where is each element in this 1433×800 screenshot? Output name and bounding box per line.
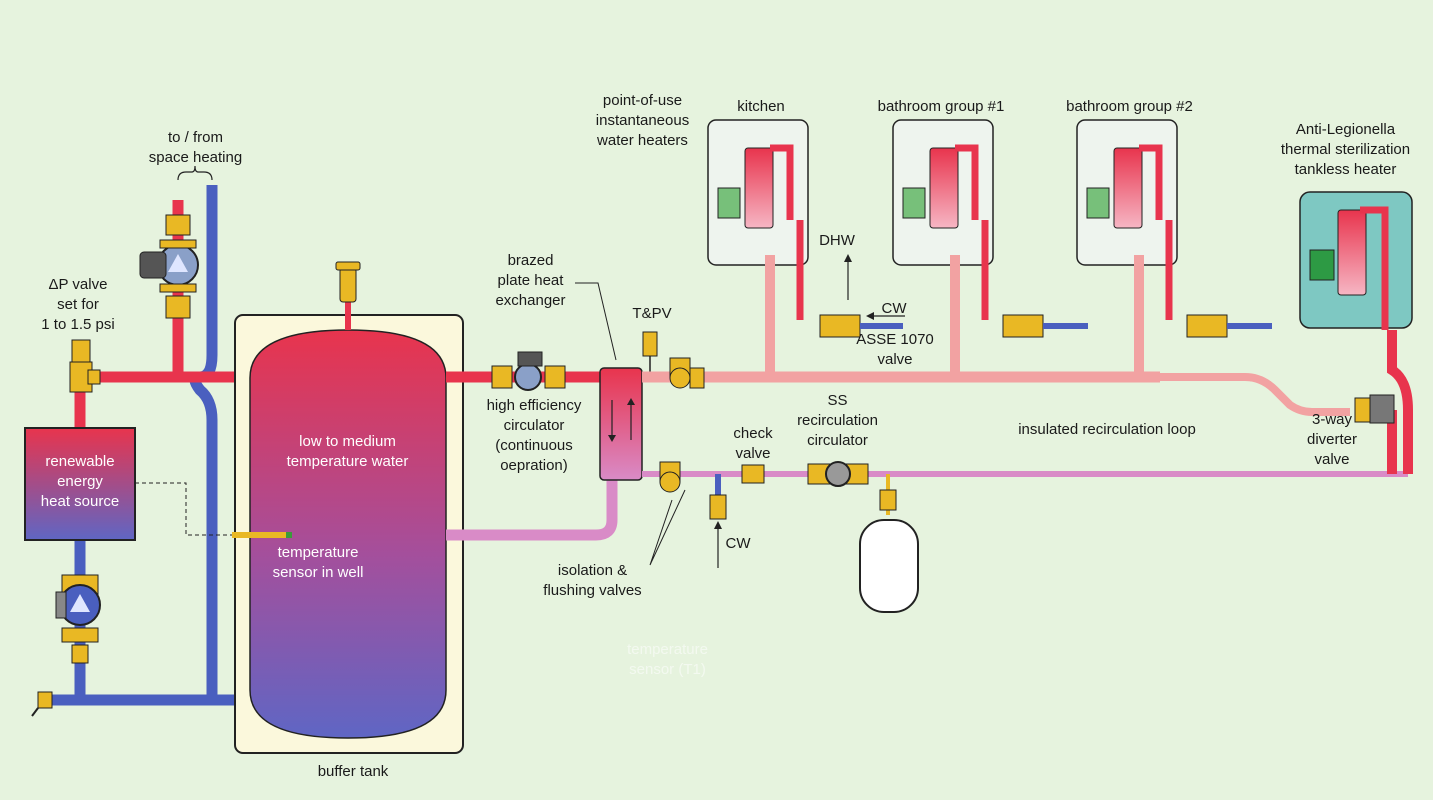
isolation-valve-bottom (659, 461, 681, 493)
bathroom-group-2-water-heater (1076, 119, 1178, 377)
bathroom-group-2-label: bathroom group #2 (1066, 98, 1193, 115)
cw-top-label: CW (881, 300, 907, 317)
hx-to-tank-return-pipe (446, 480, 618, 541)
high-efficiency-circulator-label: high efficiency circulator (continuous o… (486, 397, 582, 474)
asse-1070-valve-label: ASSE 1070 valve (856, 331, 934, 368)
heat-source-circulator (55, 574, 101, 664)
dp-valve-label: ΔP valve set for 1 to 1.5 psi (41, 276, 115, 333)
point-of-use-heaters-label: point-of-use instantaneous water heaters (595, 92, 690, 149)
air-vent (335, 261, 361, 303)
faint-temperature-sensor-label: temperature sensor (T1) (627, 641, 708, 678)
space-heating-label: to / from space heating (148, 129, 243, 166)
temperature-sensor-well-label: temperature sensor in well (272, 544, 364, 581)
buffer-tank-label: buffer tank (317, 763, 389, 780)
kitchen-water-heater (707, 119, 809, 377)
asse-1070-mixing-valves (819, 314, 1272, 338)
buffer-tank-vessel (249, 329, 447, 739)
ss-recirculation-circulator-label: SS recirculation circulator (797, 392, 878, 449)
high-efficiency-circulator (491, 351, 566, 391)
cw-bottom-label: CW (725, 535, 751, 552)
tpv-label: T&PV (632, 305, 672, 322)
kitchen-label: kitchen (737, 98, 785, 115)
temperature-pressure-relief-valve (642, 331, 658, 378)
three-way-diverter-valve-label: 3-way diverter valve (1306, 411, 1358, 468)
anti-legionella-sterilizer (1299, 191, 1413, 330)
renewable-heat-source-box (24, 427, 136, 541)
differential-pressure-valve (69, 339, 101, 393)
dhw-supply-to-sterilizer-pipe (1160, 373, 1350, 416)
brazed-hx-label: brazed plate heat exchanger (495, 252, 566, 309)
insulated-recirculation-loop-label: insulated recirculation loop (1018, 421, 1196, 438)
dhw-label: DHW (819, 232, 855, 249)
isolation-valve-top (669, 357, 705, 389)
space-heating-circulator (139, 214, 199, 319)
bathroom-group-1-label: bathroom group #1 (877, 98, 1005, 115)
check-valve (741, 464, 765, 484)
isolation-leader (649, 489, 686, 566)
expansion-tank (859, 519, 919, 613)
isolation-flushing-valves-label: isolation & flushing valves (543, 562, 642, 599)
renewable-heat-source-label: renewable energy heat source (40, 453, 120, 510)
check-valve-label: check valve (733, 425, 773, 462)
low-to-medium-temp-label: low to medium temperature water (286, 433, 409, 470)
anti-legionella-heater-label: Anti-Legionella thermal sterilization ta… (1280, 121, 1411, 178)
ss-recirculation-circulator (807, 461, 869, 487)
brazed-plate-heat-exchanger (599, 367, 643, 481)
three-way-diverter-valve (1354, 394, 1395, 424)
bathroom-group-1-water-heater (892, 119, 994, 377)
drain-valve (31, 691, 53, 717)
brazed-hx-leader (575, 282, 617, 361)
space-heating-brace (177, 165, 213, 181)
sterilizer-return-pipe (1387, 330, 1413, 474)
